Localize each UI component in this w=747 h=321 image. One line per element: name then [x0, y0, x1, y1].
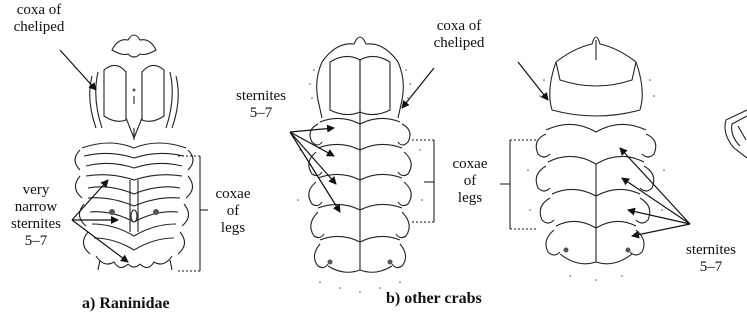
arrow-sternite-b2-4 [632, 224, 690, 236]
label-text: cheliped [424, 35, 494, 52]
label-text: of [208, 203, 258, 220]
label-text: sternites [676, 242, 746, 259]
arrow-sternite-b2-1 [620, 148, 690, 224]
arrow-coxa-cheliped-b2 [518, 62, 548, 100]
label-sternites-b-left: sternites 5–7 [226, 88, 296, 122]
arrow-narrow-sternite-3 [72, 220, 128, 262]
crab-sternum-drawing-1 [297, 37, 423, 293]
arrow-coxa-cheliped-a [60, 50, 96, 90]
label-text: 5–7 [0, 233, 72, 250]
label-coxae-of-legs-b: coxae of legs [442, 156, 498, 207]
label-text: very [0, 182, 72, 199]
label-text: 5–7 [226, 105, 296, 122]
label-text: cheliped [4, 19, 74, 36]
label-coxa-cheliped-b: coxa of cheliped [424, 18, 494, 52]
coxae-bracket-a [178, 156, 208, 271]
label-text: coxa of [424, 18, 494, 35]
label-text: narrow [0, 199, 72, 216]
label-text: coxae [208, 186, 258, 203]
arrow-sternite-b2-2 [622, 178, 690, 224]
partial-crab-drawing [725, 110, 747, 158]
label-very-narrow-sternites: very narrow sternites 5–7 [0, 182, 72, 250]
coxae-bracket-b2 [500, 140, 536, 229]
caption-raninidae: a) Raninidae [82, 295, 170, 313]
label-text: coxa of [4, 2, 74, 19]
label-text: legs [208, 220, 258, 237]
raninidae-sternum-drawing [75, 35, 193, 270]
label-sternites-b-right: sternites 5–7 [676, 242, 746, 276]
label-coxa-cheliped-a: coxa of cheliped [4, 2, 74, 36]
label-text: 5–7 [676, 259, 746, 276]
arrow-coxa-cheliped-b [402, 68, 434, 108]
crab-sternum-drawing-2 [527, 37, 665, 281]
label-text: coxae [442, 156, 498, 173]
caption-other-crabs: b) other crabs [386, 290, 482, 308]
arrow-narrow-sternite-1 [72, 180, 108, 220]
label-text: of [442, 173, 498, 190]
label-coxae-of-legs-a: coxae of legs [208, 186, 258, 237]
coxae-bracket-b1 [412, 140, 434, 222]
label-text: sternites [226, 88, 296, 105]
label-text: sternites [0, 216, 72, 233]
label-text: legs [442, 190, 498, 207]
